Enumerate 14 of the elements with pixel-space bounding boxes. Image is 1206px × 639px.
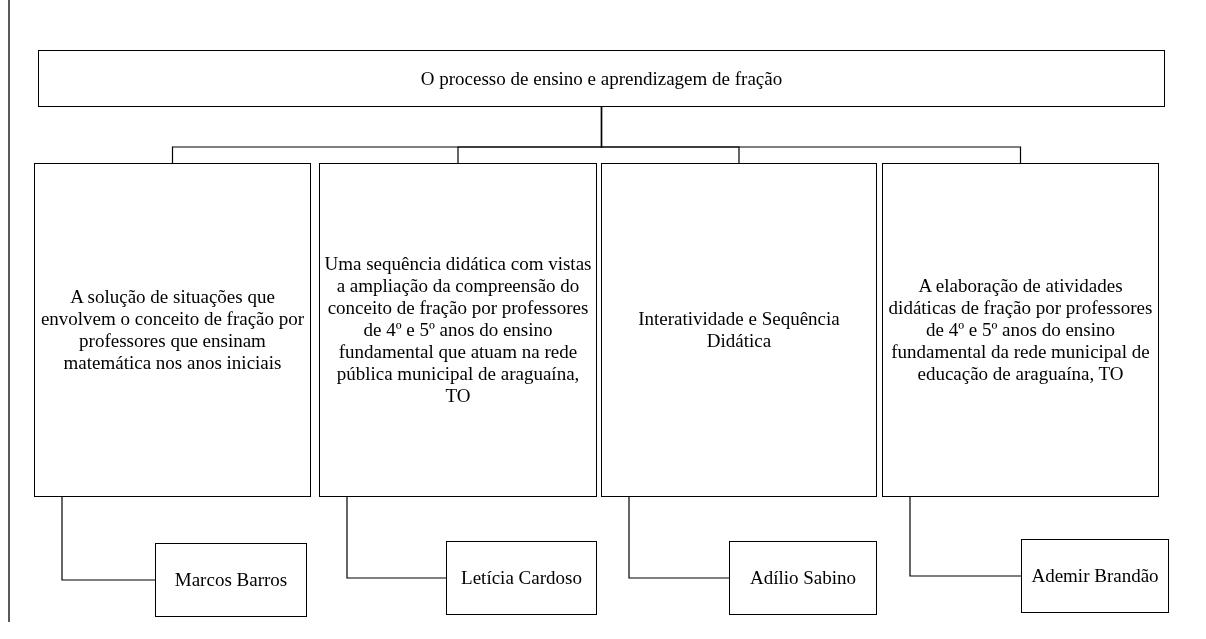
connector-line (61, 496, 156, 581)
connector-line (628, 496, 730, 579)
topic-box: Letícia Cardoso (446, 541, 597, 615)
topic-box: A solução de situações que envolvem o conceito de fração por professores que ensinam matemática nos anos iniciais (34, 163, 311, 497)
connector-line (909, 496, 1022, 577)
topic-box: Ademir Brandão (1021, 539, 1169, 613)
topic-box: Adílio Sabino (729, 541, 877, 615)
connector-line (346, 496, 447, 579)
topic-box: Interatividade e Sequência Didática (601, 163, 877, 497)
topic-box: Marcos Barros (155, 543, 307, 617)
title-box: O processo de ensino e aprendizagem de fração (38, 50, 1165, 107)
connector-line (600, 106, 1022, 164)
topic-box: Uma sequência didática com vistas a ampliação da compreensão do conceito de fração por professores de 4º e 5º anos do ensino fundamental que atuam na rede pública municipal de araguaína, TO (319, 163, 597, 497)
topic-box: A elaboração de atividades didáticas de fração por professores de 4º e 5º anos do ensino fundamental da rede municipal de educação de araguaína, TO (882, 163, 1159, 497)
